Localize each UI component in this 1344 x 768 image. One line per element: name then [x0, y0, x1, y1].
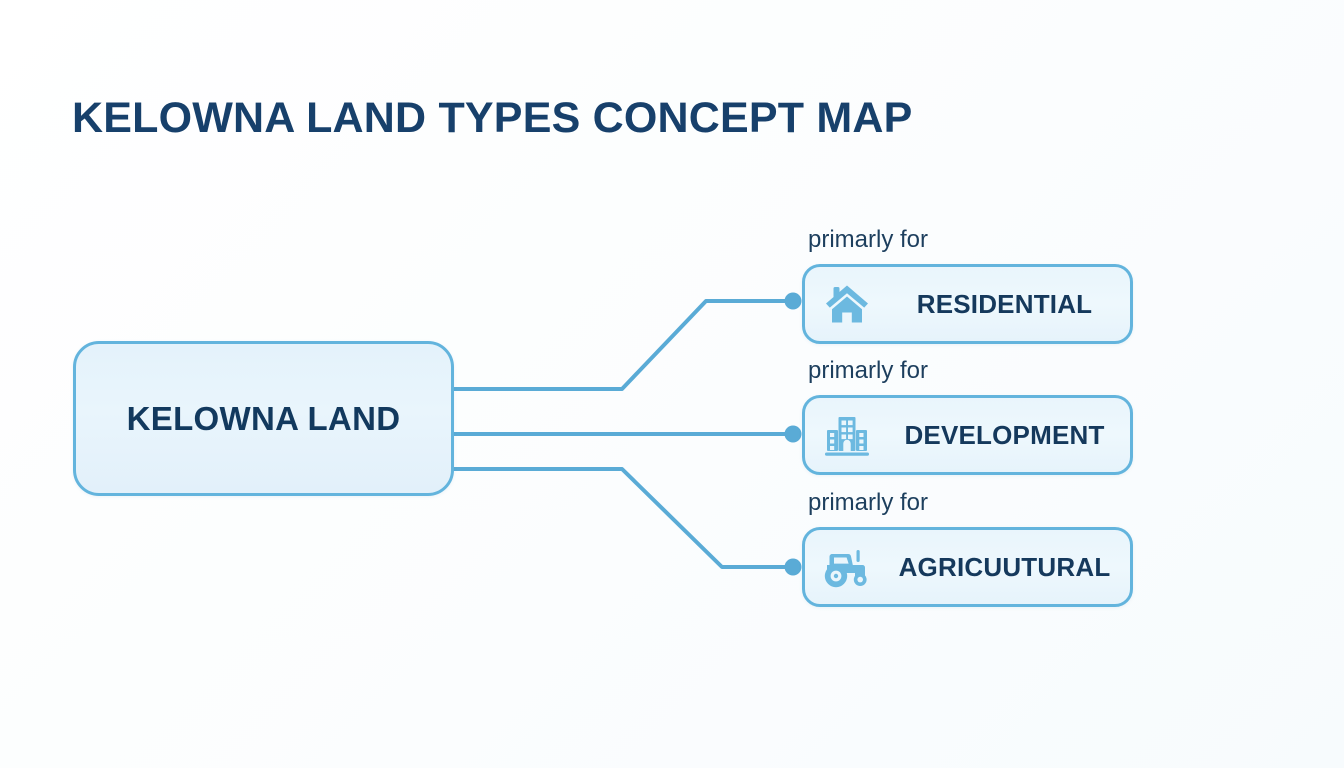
branch-caption-agricultural: primarly for	[808, 489, 929, 516]
branch-development: primarly for	[802, 357, 1133, 475]
tractor-icon	[805, 545, 889, 589]
branch-caption-residential: primarly for	[808, 226, 929, 253]
connector-dot-agricultural	[784, 558, 802, 576]
branch-residential: primarly for RESIDENTIAL	[802, 226, 1133, 344]
branch-label-agricultural: AGRICUUTURAL	[898, 551, 1111, 582]
connector-line-agricultural	[452, 467, 793, 569]
branch-caption-development: primarly for	[808, 357, 929, 384]
connector-line-residential	[452, 299, 793, 391]
central-node-label: KELOWNA LAND	[126, 399, 401, 437]
building-icon	[805, 413, 889, 457]
branch-node-residential[interactable]: RESIDENTIAL	[802, 264, 1133, 344]
branch-label-residential: RESIDENTIAL	[916, 288, 1093, 319]
branch-label-development: DEVELOPMENT	[904, 419, 1105, 450]
branch-node-development[interactable]: DEVELOPMENT	[802, 395, 1133, 475]
branch-node-agricultural[interactable]: AGRICUUTURAL	[802, 527, 1133, 607]
connector-dot-residential	[784, 292, 802, 310]
branch-agricultural: primarly for	[802, 489, 1133, 607]
house-icon	[805, 282, 889, 326]
page-title: KELOWNA LAND TYPES CONCEPT MAP	[72, 94, 913, 142]
connector-dot-development	[784, 425, 802, 443]
central-node-kelowna-land[interactable]: KELOWNA LAND	[73, 341, 454, 496]
